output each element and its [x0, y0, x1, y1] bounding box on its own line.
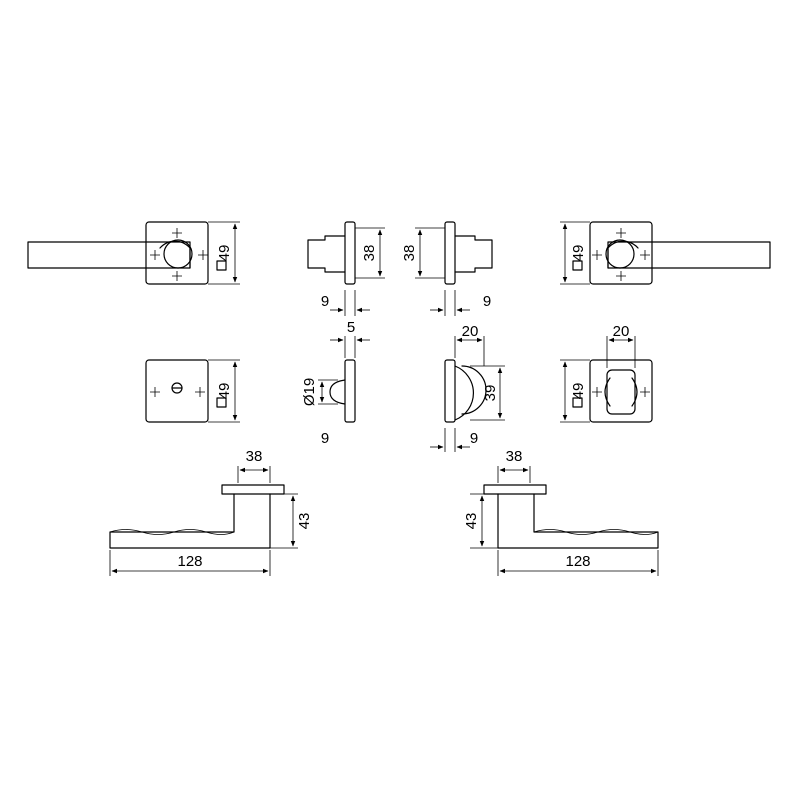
- lever-top-view-right: 38 43 128: [463, 448, 659, 576]
- lever-side-view-right: 38 9: [401, 221, 493, 316]
- turn-base-label: 9: [321, 430, 329, 447]
- lever-right-length-label: 128: [565, 553, 590, 570]
- turn-diameter-label: Ø19: [301, 378, 318, 406]
- rose-right-height-label: 49: [570, 245, 587, 262]
- knob-height-label: 39: [482, 385, 499, 402]
- thumb-turn-side-view: 5 Ø19 9: [301, 319, 370, 447]
- turn-thickness-label: 5: [347, 319, 355, 336]
- lever-left-length-label: 128: [177, 553, 202, 570]
- lever-right-height-label: 43: [463, 513, 480, 530]
- lever-top-view-left: 38 43 128: [109, 448, 313, 576]
- knob-width-label: 20: [462, 323, 479, 340]
- release-front-view: 20 49: [560, 323, 653, 423]
- escutcheon-front-view: 49: [145, 359, 240, 423]
- side-left-height-label: 38: [361, 245, 378, 262]
- side-right-height-label: 38: [401, 245, 418, 262]
- knob-base-label: 9: [470, 430, 478, 447]
- escutcheon-height-label: 49: [216, 383, 233, 400]
- lever-right-rose-label: 38: [506, 448, 523, 465]
- release-height-label: 49: [570, 383, 587, 400]
- lever-front-view-left: 49: [27, 221, 240, 285]
- side-left-thickness-label: 9: [321, 293, 329, 310]
- lever-left-rose-label: 38: [246, 448, 263, 465]
- release-width-label: 20: [613, 323, 630, 340]
- lever-side-view-left: 38 9: [307, 221, 385, 316]
- release-knob-side-view: 20 39 9: [430, 323, 505, 452]
- rose-left-height-label: 49: [216, 245, 233, 262]
- side-right-thickness-label: 9: [483, 293, 491, 310]
- lever-front-view-right: 49: [560, 221, 771, 285]
- lever-left-height-label: 43: [296, 513, 313, 530]
